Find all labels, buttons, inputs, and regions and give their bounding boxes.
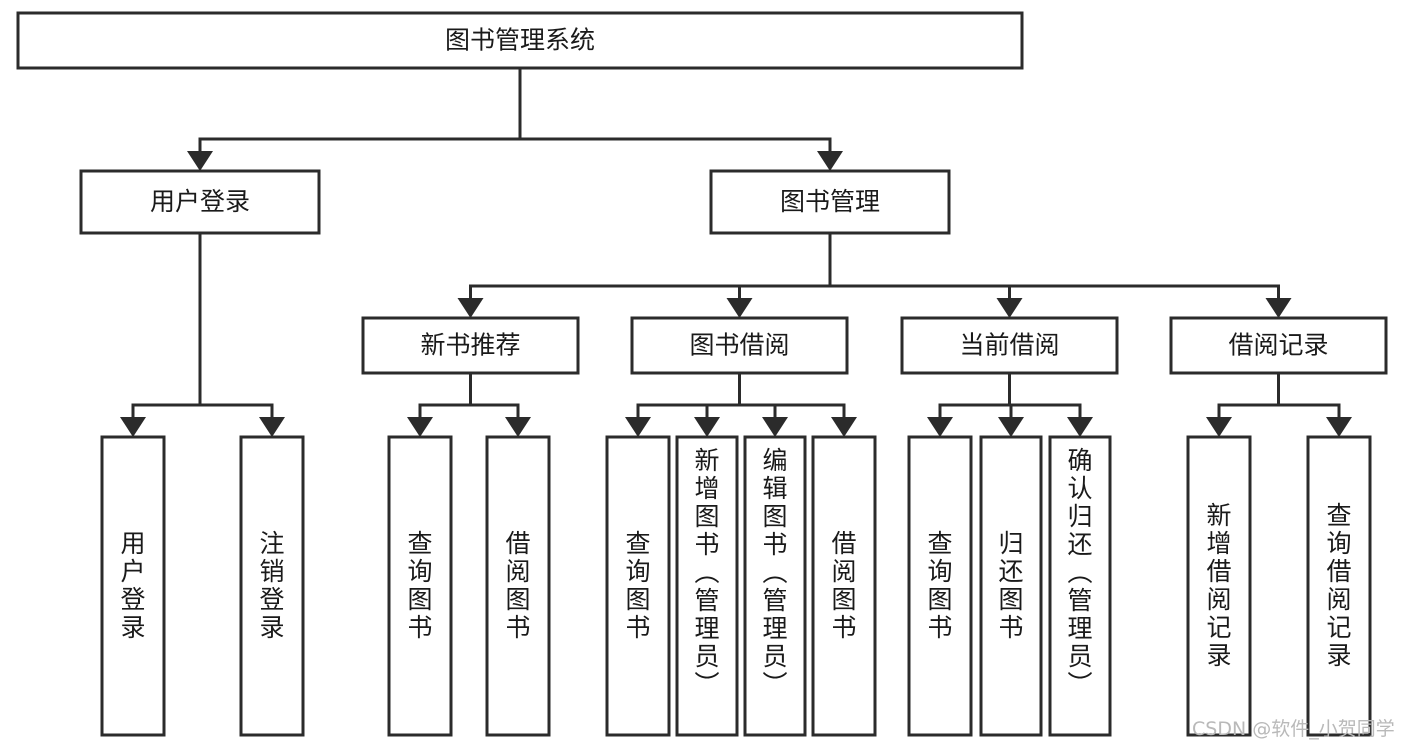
node-label-l3_1: 图书借阅 bbox=[689, 331, 789, 360]
connector-arrowhead bbox=[831, 417, 857, 437]
connector-arrowhead bbox=[927, 417, 953, 437]
node-box-l3_1[interactable] bbox=[630, 316, 849, 375]
connector-arrowhead bbox=[120, 417, 146, 437]
connector-arrowhead bbox=[457, 298, 484, 318]
node-box-l3_0[interactable] bbox=[361, 316, 580, 375]
connector-arrowhead bbox=[187, 151, 213, 171]
node-label-l2_0: 用户登录 bbox=[150, 187, 250, 216]
connector-arrowhead bbox=[817, 151, 843, 171]
connector-arrowhead bbox=[1326, 417, 1352, 437]
node-box-leaf_7[interactable] bbox=[811, 435, 877, 737]
node-box-leaf_5[interactable] bbox=[675, 435, 739, 737]
node-box-l2_1[interactable] bbox=[709, 169, 951, 235]
connector-arrowhead bbox=[1067, 417, 1093, 437]
node-box-l3_2[interactable] bbox=[900, 316, 1119, 375]
nodes-layer bbox=[16, 11, 1388, 737]
csdn-watermark: CSDN @软件_小贺同学 bbox=[1192, 718, 1395, 740]
node-label-root: 图书管理系统 bbox=[445, 26, 595, 55]
connector-arrowhead bbox=[407, 417, 433, 437]
node-box-l2_0[interactable] bbox=[79, 169, 321, 235]
node-box-leaf_4[interactable] bbox=[605, 435, 671, 737]
node-box-leaf_11[interactable] bbox=[1186, 435, 1252, 737]
connector-arrowhead bbox=[1206, 417, 1232, 437]
connector-arrowhead bbox=[762, 417, 788, 437]
connector-arrowhead bbox=[259, 417, 285, 437]
connector-arrowhead bbox=[1265, 298, 1292, 318]
connector-arrowhead bbox=[996, 298, 1023, 318]
connector-arrowhead bbox=[694, 417, 720, 437]
node-box-leaf_6[interactable] bbox=[743, 435, 807, 737]
node-box-leaf_12[interactable] bbox=[1306, 435, 1372, 737]
node-box-leaf_3[interactable] bbox=[485, 435, 551, 737]
connector-arrowhead bbox=[505, 417, 531, 437]
node-box-leaf_9[interactable] bbox=[979, 435, 1043, 737]
node-box-l3_3[interactable] bbox=[1169, 316, 1388, 375]
node-box-leaf_2[interactable] bbox=[387, 435, 453, 737]
node-box-root[interactable] bbox=[16, 11, 1024, 70]
node-label-l3_2: 当前借阅 bbox=[959, 331, 1059, 360]
connectors-layer bbox=[120, 66, 1352, 437]
connector-arrowhead bbox=[998, 417, 1024, 437]
connector-arrowhead bbox=[726, 298, 753, 318]
node-box-leaf_1[interactable] bbox=[239, 435, 305, 737]
node-label-l2_1: 图书管理 bbox=[780, 187, 880, 216]
node-label-l3_0: 新书推荐 bbox=[420, 331, 520, 360]
node-box-leaf_8[interactable] bbox=[907, 435, 973, 737]
connector-arrowhead bbox=[625, 417, 651, 437]
node-box-leaf_10[interactable] bbox=[1048, 435, 1112, 737]
node-label-l3_3: 借阅记录 bbox=[1228, 331, 1328, 360]
node-box-leaf_0[interactable] bbox=[100, 435, 166, 737]
